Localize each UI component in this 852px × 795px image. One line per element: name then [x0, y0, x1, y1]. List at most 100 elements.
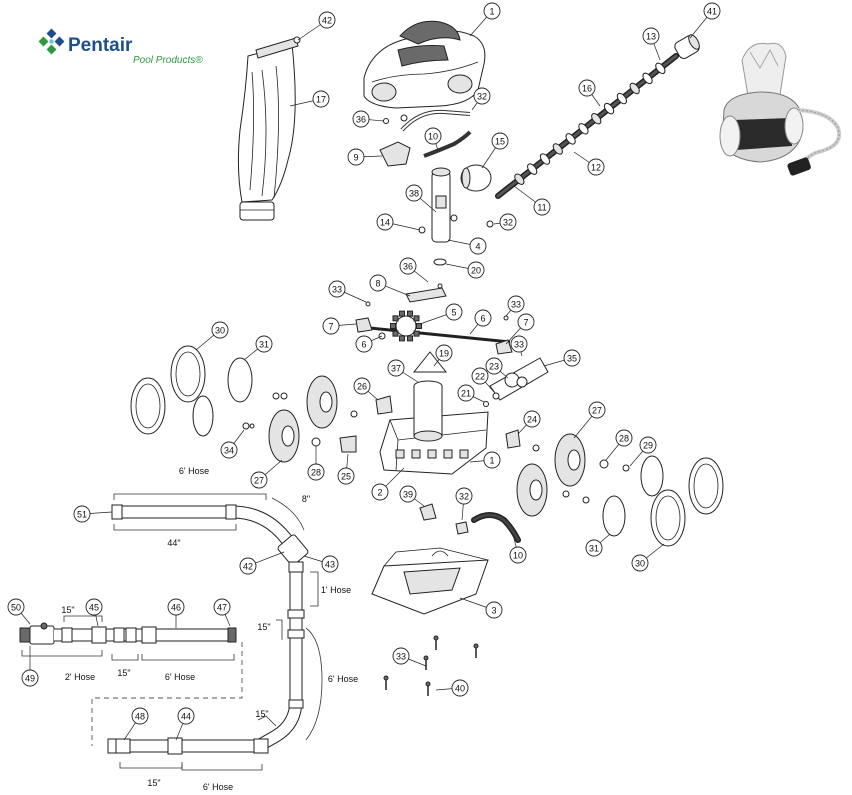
chassis-slot: [443, 449, 453, 459]
right-wheel-assembly: [516, 433, 724, 547]
callout-c32b: 32: [493, 213, 517, 231]
callout-c12: 12: [573, 151, 605, 176]
callout-c46: 46: [167, 598, 185, 628]
callout-number: 30: [215, 326, 225, 336]
callout-number: 24: [527, 415, 537, 425]
callout-number: 36: [356, 115, 366, 125]
callout-number: 46: [171, 603, 181, 613]
logo-tagline: Pool Products®: [133, 55, 203, 66]
gear-tooth: [416, 323, 422, 329]
callout-c32c: 32: [455, 487, 473, 521]
callout-c8: 8: [369, 274, 411, 297]
callout-number: 10: [428, 132, 438, 142]
callout-number: 33: [511, 300, 521, 310]
callout-number: 30: [635, 559, 645, 569]
dim-hose-left: 6' Hose: [165, 672, 195, 682]
axle-bead: [552, 143, 563, 155]
callout-c11: 11: [513, 185, 551, 216]
dim-hose-bottom: 6' Hose: [203, 782, 233, 792]
screw-head: [423, 655, 429, 661]
callout-c47: 47: [213, 598, 231, 627]
callout-c3: 3: [459, 597, 503, 619]
callout-number: 44: [181, 712, 191, 722]
axle-bead: [629, 82, 640, 95]
dim-2ft-hose: 2' Hose: [65, 672, 95, 682]
callout-number: 51: [77, 510, 87, 520]
callout-number: 34: [224, 446, 234, 456]
dim-15-left-bottom: 15": [117, 668, 130, 678]
callout-number: 48: [135, 712, 145, 722]
callout-number: 33: [332, 285, 342, 295]
callout-c13: 13: [642, 27, 661, 61]
callout-c42a: 42: [297, 11, 336, 41]
left-wheel-assembly: [130, 345, 338, 463]
callout-number: 4: [475, 242, 480, 252]
callout-c44: 44: [175, 707, 195, 741]
chassis-slot: [427, 449, 437, 459]
top-body-shell: [363, 20, 486, 109]
callout-number: 19: [439, 349, 449, 359]
callout-c48: 48: [123, 707, 149, 741]
callout-c6b: 6: [355, 335, 383, 353]
chassis-slot: [411, 449, 421, 459]
callout-number: 28: [619, 434, 629, 444]
callout-c16: 16: [578, 79, 601, 107]
middle-gear-assembly: [355, 287, 513, 373]
callout-c38: 38: [405, 184, 437, 213]
callout-number: 36: [403, 262, 413, 272]
callout-c51: 51: [73, 505, 113, 523]
dim-hose-top: 6' Hose: [179, 466, 209, 476]
cleaner-product-photo: [719, 42, 841, 176]
callout-number: 32: [477, 92, 487, 102]
callout-c26: 26: [353, 377, 379, 401]
callout-c20: 20: [445, 261, 485, 279]
callout-c33d: 33: [392, 647, 427, 667]
callout-number: 40: [455, 684, 465, 694]
callout-number: 8: [375, 279, 380, 289]
callout-c30a: 30: [195, 321, 229, 351]
callout-c19: 19: [433, 344, 453, 367]
callout-c30b: 30: [631, 543, 665, 572]
callout-c25: 25: [337, 453, 355, 485]
callout-c32a: 32: [471, 87, 491, 111]
dim-44: 44": [167, 538, 180, 548]
callout-c10b: 10: [509, 537, 527, 564]
callout-number: 35: [567, 354, 577, 364]
callout-c39: 39: [399, 485, 425, 507]
axle-bead: [591, 113, 602, 125]
callout-number: 2: [377, 488, 382, 498]
callout-number: 43: [325, 560, 335, 570]
callout-number: 47: [217, 603, 227, 613]
dimension-labels: 6' Hose 44" 8" 1' Hose 15" 6' Hose 15" 1…: [61, 466, 358, 792]
callout-c42b: 42: [239, 551, 285, 575]
callout-c4: 4: [447, 237, 487, 255]
callout-number: 1: [489, 7, 494, 17]
callout-number: 32: [503, 218, 513, 228]
dim-15-bottom: 15": [147, 778, 160, 788]
callout-c7a: 7: [322, 317, 357, 335]
callout-number: 3: [491, 606, 496, 616]
callout-c33b: 33: [505, 295, 525, 317]
axle-bead: [603, 102, 615, 115]
callout-c6a: 6: [469, 309, 492, 335]
gear-tooth: [398, 335, 405, 342]
callout-c36a: 36: [352, 110, 385, 128]
callout-number: 13: [646, 32, 656, 42]
callout-c41: 41: [689, 2, 721, 39]
dim-8: 8": [302, 494, 310, 504]
callout-number: 39: [403, 490, 413, 500]
dim-hose-right: 6' Hose: [328, 674, 358, 684]
axle-bead: [655, 62, 666, 75]
callout-number: 15: [495, 137, 505, 147]
callout-c17: 17: [289, 90, 330, 108]
screw-head: [383, 675, 389, 681]
axle-bead: [539, 153, 551, 165]
callout-number: 7: [328, 322, 333, 332]
right-gear-parts: [483, 357, 549, 452]
callout-number: 22: [475, 372, 485, 382]
dim-15-left-top: 15": [61, 605, 74, 615]
axle-bead: [642, 72, 653, 85]
callout-c49: 49: [21, 646, 39, 687]
